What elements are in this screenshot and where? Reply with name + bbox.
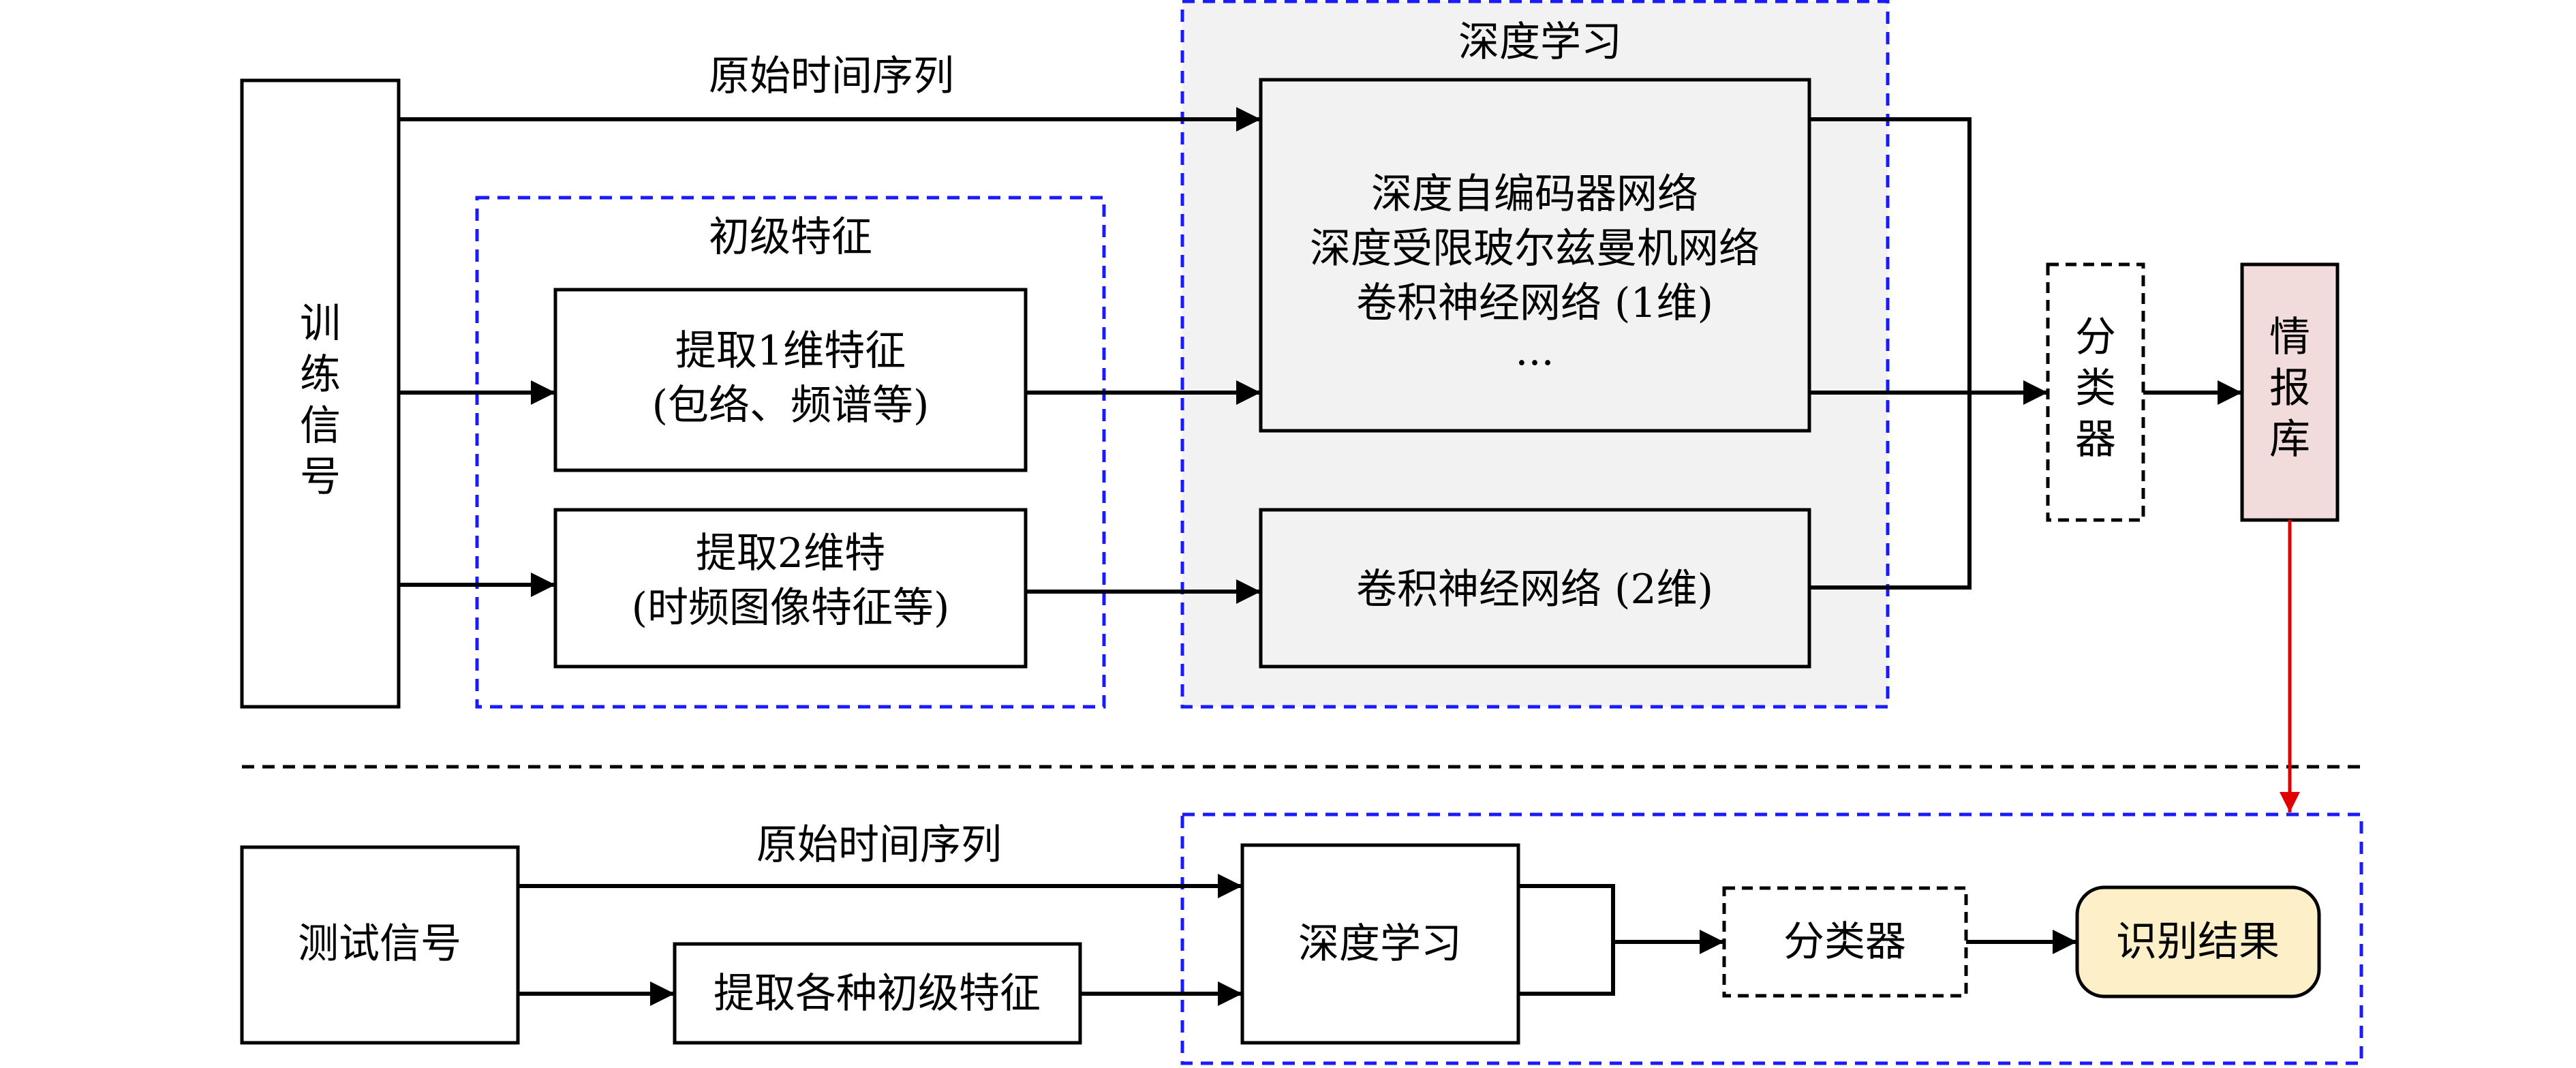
intel-db-char: 库 xyxy=(2269,416,2310,463)
deep-learning-box xyxy=(1240,843,1520,1045)
test-signal-label: 测试信号 xyxy=(298,920,461,968)
training-signal-char: 号 xyxy=(300,453,341,501)
deep-method-item: 卷积神经网络 (1维) xyxy=(1356,279,1713,327)
feature-2d-box xyxy=(553,508,1028,669)
feature-1d-line1: 提取1维特征 xyxy=(675,327,906,375)
feature-2d-line1: 提取2维特 xyxy=(696,530,885,577)
classifier-box xyxy=(2046,262,2145,522)
deep-methods-box xyxy=(1259,78,1811,433)
classifier-char: 分 xyxy=(2075,314,2116,361)
training-signal-char: 练 xyxy=(300,351,341,399)
primary-features-region xyxy=(475,196,1106,709)
cnn-2d-label: 卷积神经网络 (2维) xyxy=(1356,566,1713,613)
deep-method-item: ... xyxy=(1515,327,1554,375)
classifier-box-bottom xyxy=(1722,886,1968,998)
test-signal-box xyxy=(240,845,520,1045)
training-signal-char: 信 xyxy=(300,402,341,450)
classifier-label-bottom: 分类器 xyxy=(1783,918,1906,966)
feature-1d-line2: (包络、频谱等) xyxy=(652,382,930,429)
raw-series-label-bottom: 原始时间序列 xyxy=(756,821,1002,869)
training-signal-box xyxy=(240,78,401,709)
cnn-2d-box xyxy=(1259,508,1811,669)
recognition-region xyxy=(1180,812,2363,1065)
deep-learning-label: 深度学习 xyxy=(1298,920,1462,968)
result-box xyxy=(2075,885,2321,998)
classifier-char: 器 xyxy=(2075,416,2116,463)
intel-db-char: 情 xyxy=(2269,314,2310,361)
deep-bottom-output-bus xyxy=(1518,884,1615,996)
deep-method-item: 深度受限玻尔兹曼机网络 xyxy=(1310,225,1760,273)
feature-1d-box xyxy=(553,288,1028,472)
training-signal-char: 训 xyxy=(300,300,341,348)
deep-output-bus xyxy=(1809,117,1972,590)
extract-features-box xyxy=(673,942,1082,1045)
intel-db-char: 报 xyxy=(2269,365,2310,412)
primary-features-title: 初级特征 xyxy=(709,213,872,261)
raw-series-label: 原始时间序列 xyxy=(709,52,954,100)
deep-method-item: 深度自编码器网络 xyxy=(1371,170,1698,218)
extract-features-label: 提取各种初级特征 xyxy=(714,970,1041,1018)
classifier-char: 类 xyxy=(2075,365,2116,412)
result-label: 识别结果 xyxy=(2116,918,2280,966)
feature-2d-line2: (时频图像特征等) xyxy=(632,584,950,632)
deep-learning-title: 深度学习 xyxy=(1458,18,1622,66)
